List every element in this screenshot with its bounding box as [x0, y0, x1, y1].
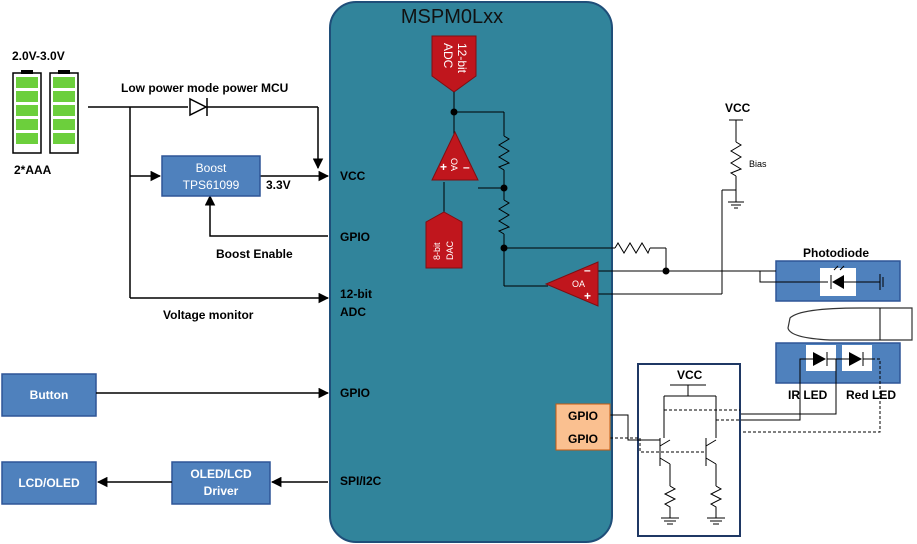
lcd-block — [1, 461, 97, 505]
pin-gpio-boost: GPIO — [340, 230, 370, 244]
boost-enable-label: Boost Enable — [216, 247, 293, 261]
op-amp-2-minus: – — [584, 263, 591, 277]
battery-cell-right — [49, 70, 79, 154]
button-label: Button — [30, 388, 69, 402]
photodiode-icon — [759, 265, 884, 290]
photodiode-label: Photodiode — [803, 246, 869, 260]
pin-vcc: VCC — [340, 169, 366, 183]
adc-label-line2: ADC — [441, 43, 455, 69]
vcc-box-label: VCC — [677, 368, 703, 382]
op-amp-1-minus: – — [463, 160, 470, 174]
resistor-icon — [497, 135, 743, 255]
finger-icon — [787, 307, 913, 341]
ground-icon — [728, 201, 744, 209]
op-amp-1: OA + – — [431, 130, 479, 181]
driver-block — [171, 461, 271, 505]
op-amp-2-label: OA — [572, 279, 585, 289]
dac-block: 8-bit DAC — [425, 211, 463, 269]
pin-adc-line1: 12-bit — [340, 287, 372, 301]
ir-led-icon — [806, 352, 836, 366]
pin-gpio-button: GPIO — [340, 386, 370, 400]
lcd-label: LCD/OLED — [18, 476, 80, 490]
adc-label-line1: 12-bit — [455, 43, 469, 74]
driver-label-line1: OLED/LCD — [190, 467, 252, 481]
battery-icon — [12, 70, 79, 154]
junction-dots — [450, 108, 670, 275]
led-driver-box — [637, 363, 741, 537]
boost-label: Boost — [196, 161, 227, 175]
driver-label-line2: Driver — [204, 484, 239, 498]
gpio-box-label-1: GPIO — [568, 409, 598, 423]
mcu-body — [329, 1, 613, 543]
v33-label: 3.3V — [266, 178, 291, 192]
op-amp-1-plus: + — [440, 160, 447, 174]
transistor-right-icon — [705, 438, 725, 525]
op-amp-1-label: OA — [449, 158, 459, 171]
power-wires — [88, 106, 330, 304]
boost-part-label: TPS61099 — [183, 178, 240, 192]
internal-wires — [443, 92, 776, 295]
red-led-icon — [842, 352, 872, 366]
led-block — [775, 342, 901, 384]
ir-led-label: IR LED — [788, 388, 828, 402]
transistor-left-icon — [659, 438, 679, 525]
dac-label-line2: DAC — [445, 240, 455, 260]
led-wires — [740, 358, 881, 433]
pin-spi-i2c: SPI/I2C — [340, 474, 382, 488]
bias-label: Bias — [749, 159, 767, 169]
voltage-monitor-label: Voltage monitor — [163, 308, 254, 322]
battery-count-label: 2*AAA — [14, 163, 52, 177]
led-driver-wires — [610, 384, 740, 453]
adc-block: 12-bit ADC — [431, 35, 477, 93]
red-led-label: Red LED — [846, 388, 896, 402]
op-amp-2-plus: + — [584, 289, 591, 303]
battery-cell-left — [12, 70, 42, 154]
boost-block — [161, 155, 261, 197]
low-power-label: Low power mode power MCU — [121, 81, 288, 95]
diode-icon — [189, 97, 222, 117]
pin-adc-line2: ADC — [340, 305, 366, 319]
button-block — [1, 373, 97, 417]
battery-voltage-label: 2.0V-3.0V — [12, 49, 65, 63]
op-amp-2: OA – + — [544, 261, 599, 307]
gpio-box-label-2: GPIO — [568, 432, 598, 446]
gpio-box — [555, 403, 611, 451]
dac-label-line1: 8-bit — [432, 242, 442, 260]
mcu-title: MSPM0Lxx — [401, 6, 503, 28]
vcc-top-label: VCC — [725, 101, 751, 115]
